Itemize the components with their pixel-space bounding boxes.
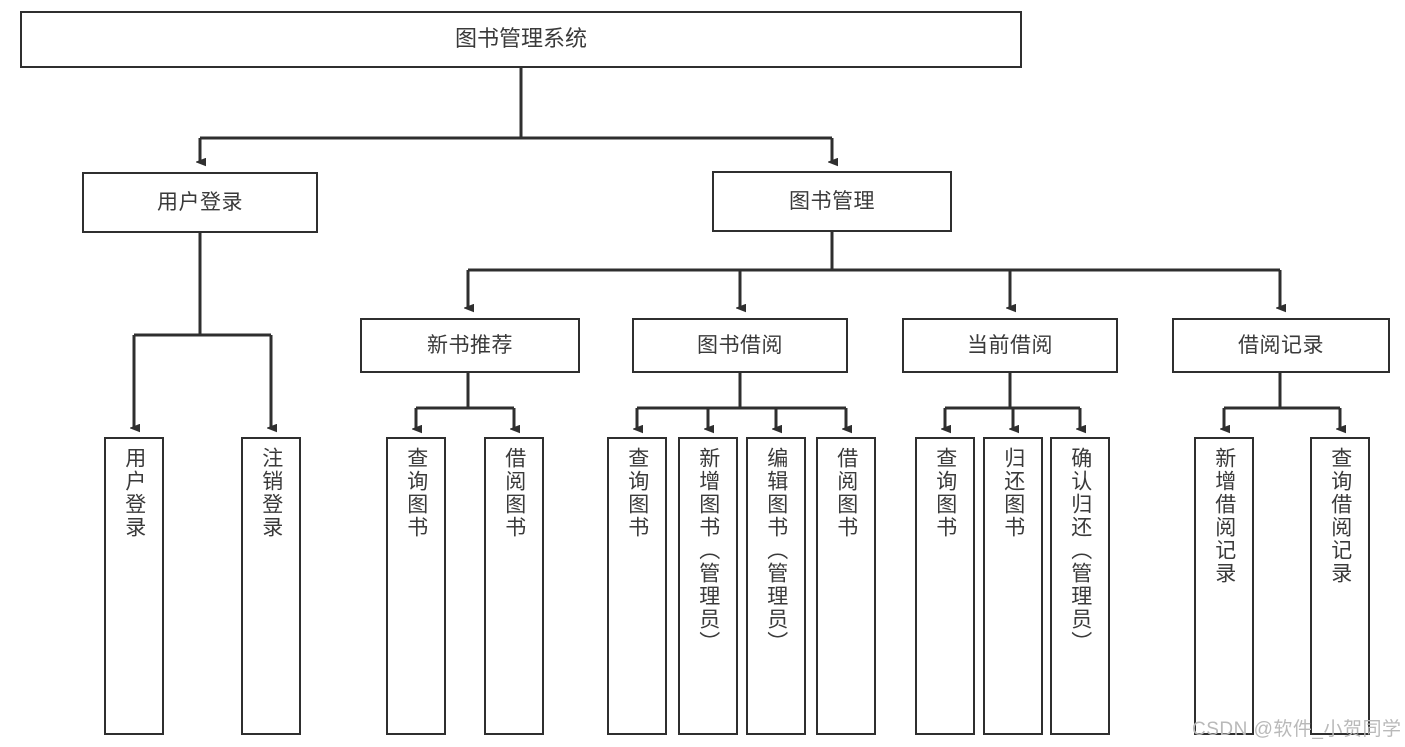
- node-level2-current-borrow[interactable]: 当前借阅: [902, 318, 1118, 373]
- leaf-query-book-borrow[interactable]: 查询图书: [607, 437, 667, 735]
- node-root[interactable]: 图书管理系统: [20, 11, 1022, 68]
- leaf-user-login[interactable]: 用户登录: [104, 437, 164, 735]
- node-level1-book-management[interactable]: 图书管理: [712, 171, 952, 232]
- node-label: 归还图书: [1001, 447, 1025, 539]
- leaf-add-book-admin[interactable]: 新增图书（管理员）: [678, 437, 738, 735]
- node-label: 借阅图书: [502, 447, 526, 539]
- node-label: 图书管理: [789, 189, 875, 213]
- node-label: 查询图书: [933, 447, 957, 539]
- leaf-query-book-recommend[interactable]: 查询图书: [386, 437, 446, 735]
- node-label: 用户登录: [122, 447, 146, 539]
- leaf-add-borrow-record[interactable]: 新增借阅记录: [1194, 437, 1254, 735]
- node-label: 查询图书: [625, 447, 649, 539]
- node-level2-borrow-record[interactable]: 借阅记录: [1172, 318, 1390, 373]
- node-label: 查询图书: [404, 447, 428, 539]
- node-label: 图书借阅: [697, 333, 783, 357]
- node-label: 新增图书（管理员）: [696, 447, 720, 654]
- node-label: 借阅记录: [1238, 333, 1324, 357]
- leaf-borrow-book[interactable]: 借阅图书: [816, 437, 876, 735]
- leaf-logout-login[interactable]: 注销登录: [241, 437, 301, 735]
- leaf-query-book-current[interactable]: 查询图书: [915, 437, 975, 735]
- node-label: 用户登录: [157, 190, 243, 214]
- node-level2-new-book-recommend[interactable]: 新书推荐: [360, 318, 580, 373]
- node-label: 新书推荐: [427, 333, 513, 357]
- node-label: 注销登录: [259, 447, 283, 539]
- leaf-query-borrow-record[interactable]: 查询借阅记录: [1310, 437, 1370, 735]
- node-label: 编辑图书（管理员）: [764, 447, 788, 654]
- leaf-borrow-book-recommend[interactable]: 借阅图书: [484, 437, 544, 735]
- leaf-return-book[interactable]: 归还图书: [983, 437, 1043, 735]
- node-label: 借阅图书: [834, 447, 858, 539]
- node-label: 查询借阅记录: [1328, 447, 1352, 585]
- leaf-confirm-return-admin[interactable]: 确认归还（管理员）: [1050, 437, 1110, 735]
- node-label: 确认归还（管理员）: [1068, 447, 1092, 654]
- node-level2-book-borrow[interactable]: 图书借阅: [632, 318, 848, 373]
- node-root-label: 图书管理系统: [454, 26, 587, 52]
- node-label: 当前借阅: [967, 333, 1053, 357]
- node-label: 新增借阅记录: [1212, 447, 1236, 585]
- node-level1-user-login[interactable]: 用户登录: [82, 172, 318, 233]
- leaf-edit-book-admin[interactable]: 编辑图书（管理员）: [746, 437, 806, 735]
